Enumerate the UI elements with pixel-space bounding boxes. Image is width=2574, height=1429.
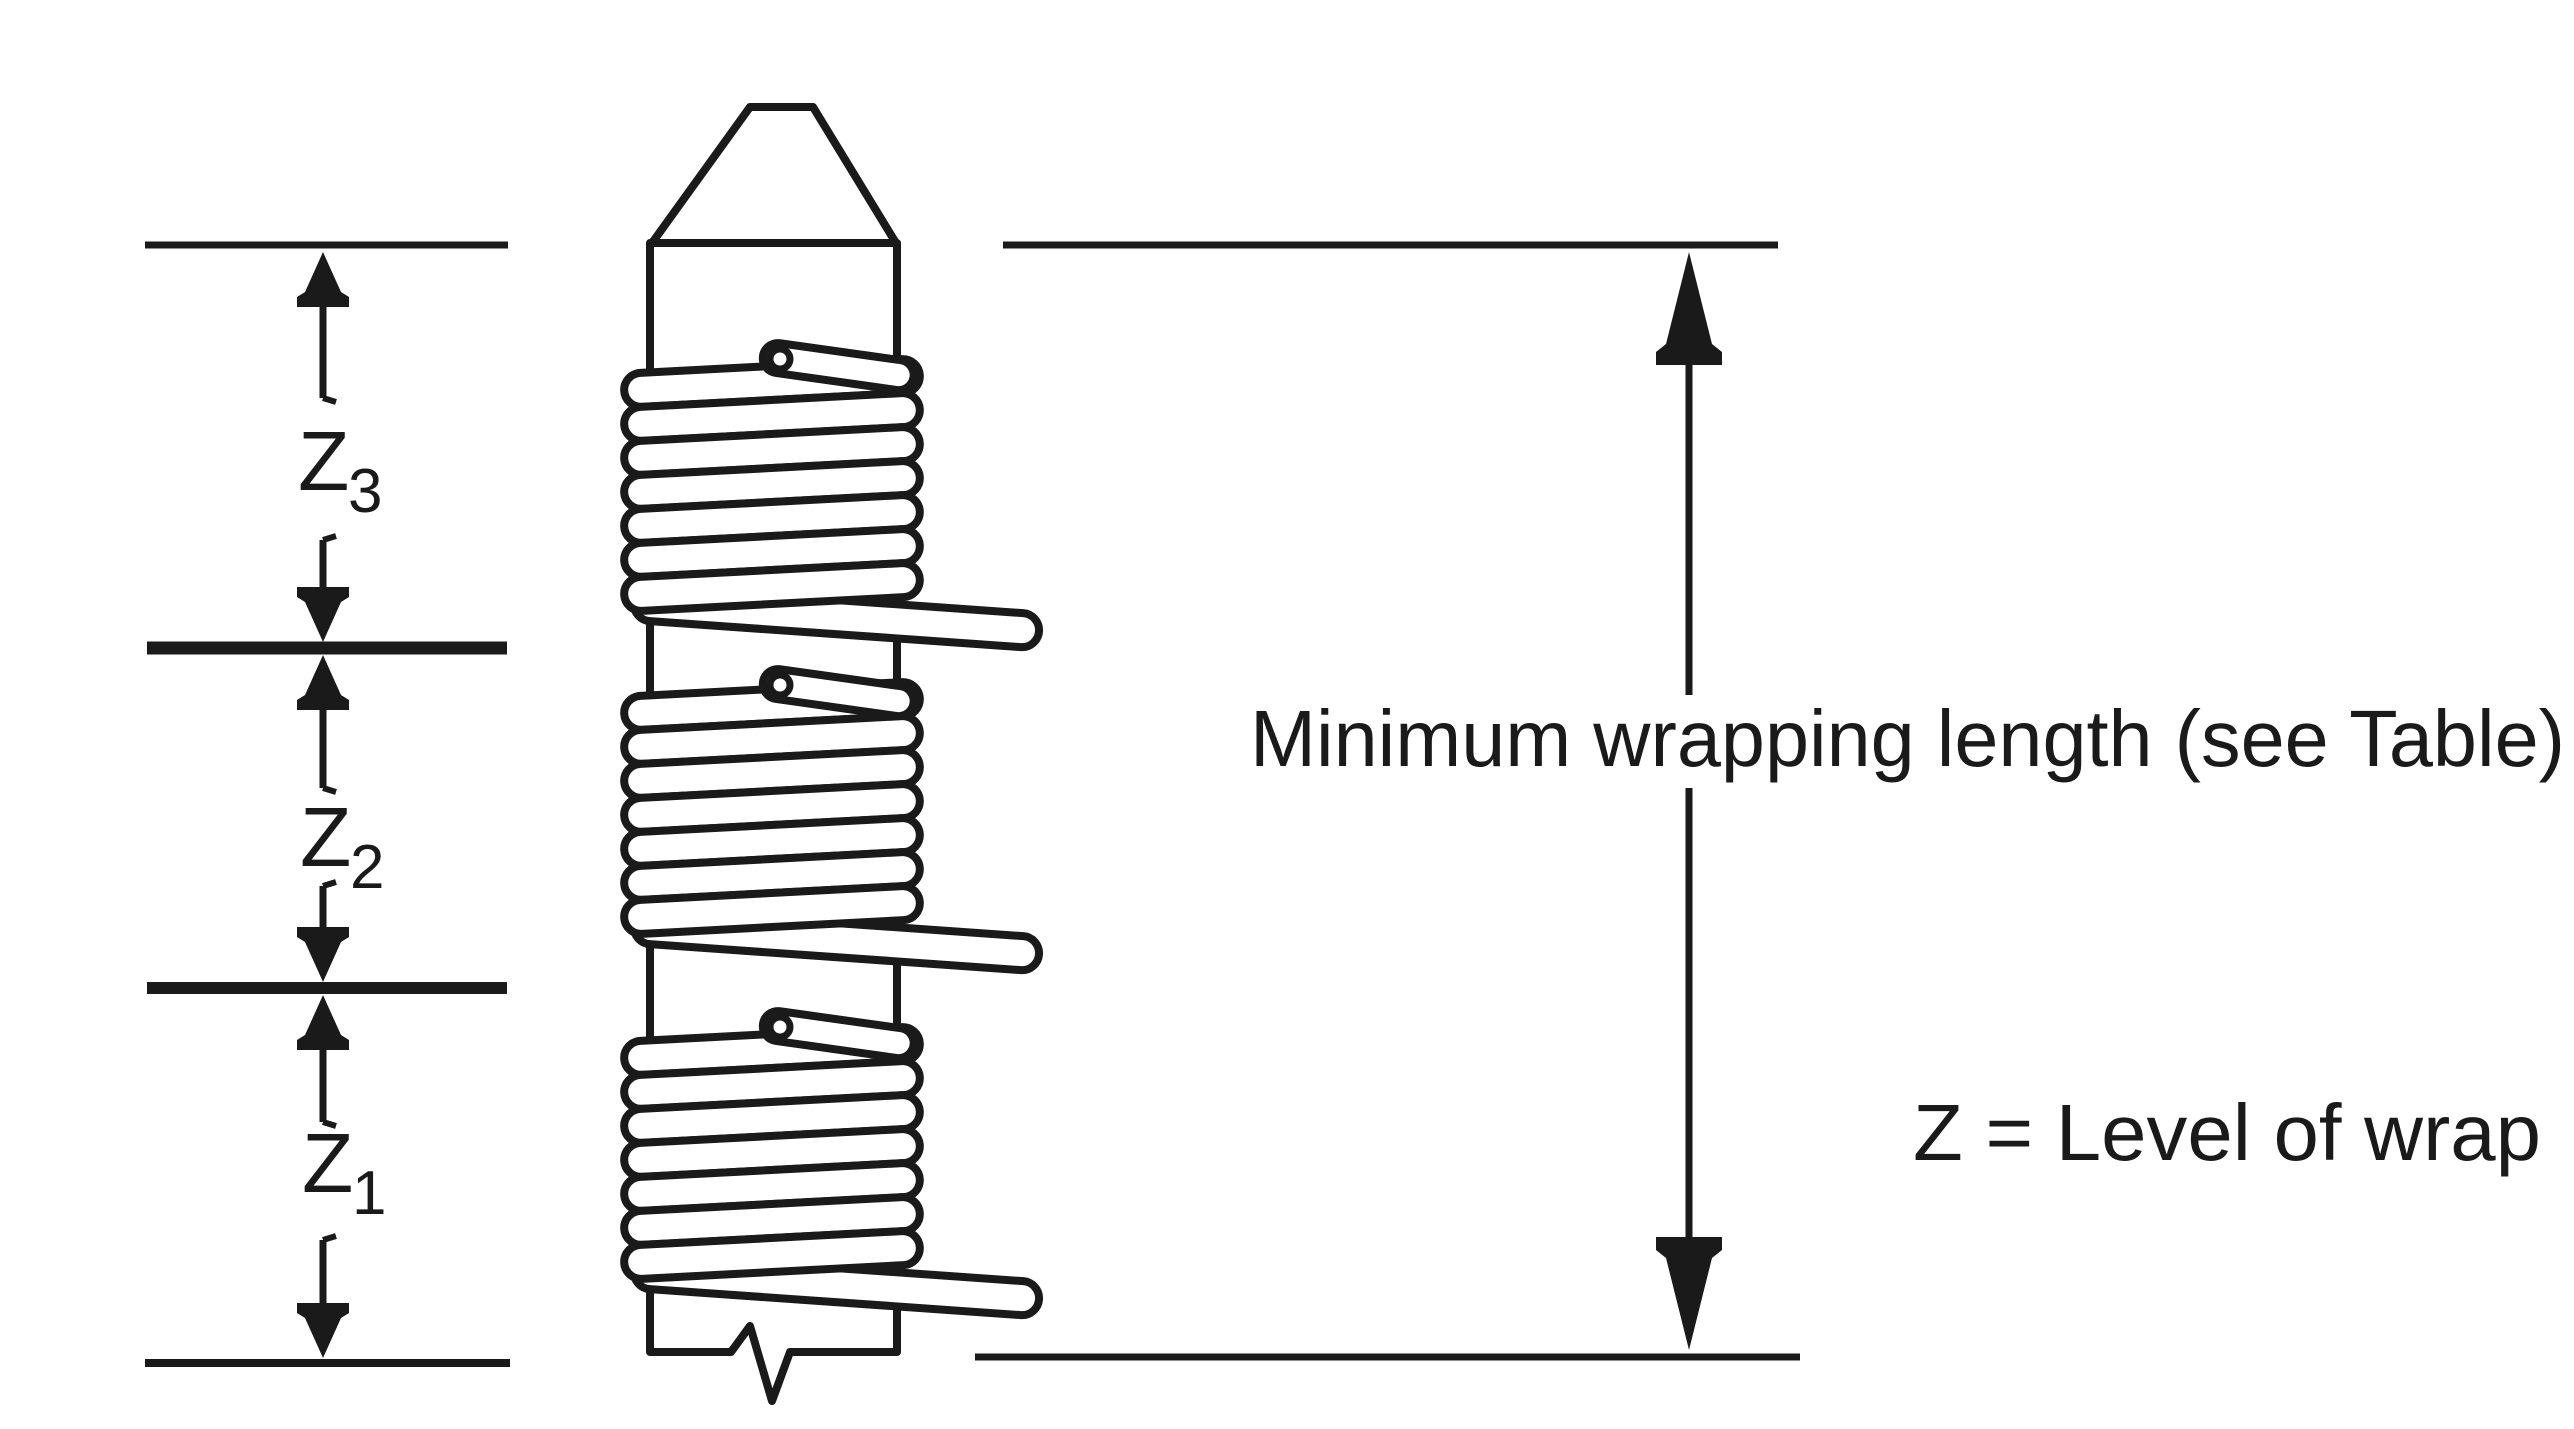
z2-label-subscript: 2 (350, 833, 384, 902)
wire-end-cross-section (766, 345, 794, 373)
z2-arrow-up-icon (297, 655, 349, 710)
z1-label: Z (302, 1116, 353, 1210)
coil-turn (620, 882, 924, 938)
wire-start-stub (758, 665, 918, 721)
wire-start-stub (758, 339, 918, 395)
z1-shaft-tick (322, 1233, 337, 1243)
arrowheads (297, 252, 1722, 1358)
z1-label-subscript: 1 (352, 1159, 386, 1228)
wrap-level-3 (620, 339, 1044, 652)
coil-turn (620, 559, 924, 615)
z1-shaft-tick (322, 1119, 337, 1129)
coil-turn (620, 1227, 924, 1283)
z2-shaft-tick (322, 785, 337, 795)
z-definition-label: Z = Level of wrap (1913, 1088, 2541, 1177)
paper-fill-group (620, 103, 1044, 1405)
wire-end-cross-section (766, 671, 794, 699)
dimension-lines (145, 241, 1800, 1367)
z1-arrow-down-icon (297, 1303, 349, 1358)
z2-label: Z (300, 790, 351, 884)
post-tip (648, 103, 900, 247)
z3-shaft-tick (322, 533, 337, 543)
z3-arrow-up-icon (297, 252, 349, 307)
z3-label: Z (298, 414, 349, 508)
z2-shaft-tick (322, 879, 337, 889)
z3-arrow-down-icon (297, 587, 349, 642)
text-labels: Z 3 Z 2 Z 1 Minimum wrapping length (see… (298, 414, 2565, 1228)
min-wrap-length-label: Minimum wrapping length (see Table) (1250, 694, 2565, 783)
min-wrap-arrow-up-icon (1656, 252, 1722, 365)
ink-stroke-group (620, 103, 1044, 1405)
wrap-level-2 (620, 665, 1044, 975)
z2-arrow-down-icon (297, 927, 349, 982)
wrap-level-1 (620, 1007, 1044, 1320)
z3-label-subscript: 3 (348, 457, 382, 526)
min-wrap-arrow-down-icon (1656, 1237, 1722, 1350)
z3-shaft-tick (322, 395, 337, 405)
z1-arrow-up-icon (297, 995, 349, 1050)
wire-end-cross-section (766, 1013, 794, 1041)
wire-start-stub (758, 1007, 918, 1063)
